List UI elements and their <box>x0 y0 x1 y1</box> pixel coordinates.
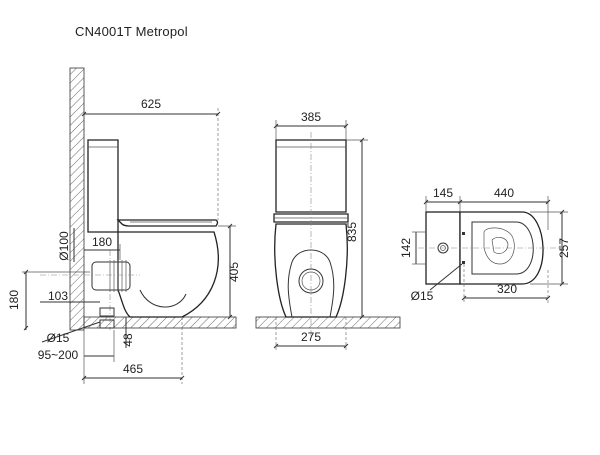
dim-fixing-diameter: Ø15 <box>47 331 70 345</box>
front-view: 385 835 275 <box>255 110 401 352</box>
side-cistern <box>87 139 119 233</box>
dim-outlet-center: 103 <box>48 289 68 303</box>
dim-bowl-width: 257 <box>557 238 571 258</box>
dim-bowl-length: 440 <box>494 186 514 200</box>
front-bowl <box>274 223 348 318</box>
dim-base-length: 465 <box>123 362 143 376</box>
dim-pipe-diameter: Ø100 <box>57 231 71 261</box>
top-bowl <box>459 211 544 285</box>
side-outlet-connector <box>91 261 131 291</box>
dim-total-length: 625 <box>141 97 161 111</box>
dim-cistern-width: 385 <box>301 110 321 124</box>
dim-fixing-spacing: 320 <box>497 282 517 296</box>
top-fixing-hole <box>462 232 465 235</box>
drawing-title: CN4001T Metropol <box>75 24 188 39</box>
dim-outlet-height: 180 <box>7 290 21 310</box>
side-floor <box>83 316 237 329</box>
dim-height-to-seat: 405 <box>227 262 241 282</box>
dim-base-width: 275 <box>301 330 321 344</box>
top-view: 145 440 142 257 Ø15 <box>399 186 571 304</box>
wall <box>69 67 85 331</box>
side-seat <box>116 219 219 227</box>
dim-cistern-depth: 145 <box>433 186 453 200</box>
front-floor <box>255 316 401 329</box>
dim-fixing-height: 48 <box>121 333 135 347</box>
top-inner-bowl <box>471 221 534 275</box>
dim-tap-spacing: 142 <box>399 238 413 258</box>
side-fixing-bolt <box>99 307 115 317</box>
dim-total-height: 835 <box>345 222 359 242</box>
side-bowl <box>117 231 219 318</box>
dim-wall-range: 95~200 <box>38 348 79 362</box>
side-view: 625 Ø100 180 405 180 103 <box>7 67 241 384</box>
dim-hole-diameter: Ø15 <box>411 289 434 303</box>
dim-outlet-offset: 180 <box>92 235 112 249</box>
side-trap <box>139 289 187 308</box>
